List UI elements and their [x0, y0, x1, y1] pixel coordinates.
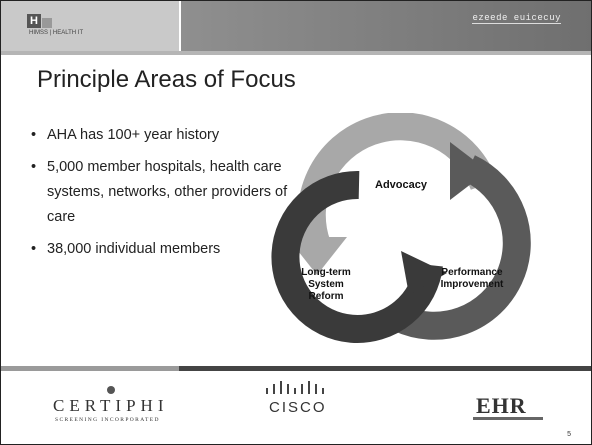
slide-title: Principle Areas of Focus: [37, 66, 296, 93]
longterm-label-line1: Long-term: [301, 267, 351, 278]
header-divider: [1, 51, 591, 55]
header-bar: H HIMSS | HEALTH IT ezeede euicecuy: [1, 1, 591, 55]
header-right-panel: [181, 1, 591, 51]
performance-arrow: [393, 142, 531, 340]
certiphi-logo: CERTIPHI: [53, 396, 169, 415]
page-number: 5: [567, 431, 571, 438]
bullet-item: 5,000 member hospitals, health care syst…: [31, 155, 296, 230]
longterm-label-line3: Reform: [308, 291, 343, 302]
longterm-arrow: [271, 170, 447, 343]
cisco-bars-icon: [266, 381, 324, 394]
advocacy-label: Advocacy: [375, 179, 428, 191]
cisco-logo: CISCO: [269, 399, 327, 416]
certiphi-logo-icon: [107, 386, 115, 394]
bullet-item: 38,000 individual members: [31, 237, 296, 262]
footer-divider-dark: [179, 366, 591, 371]
ehr-logo: EHR: [476, 393, 527, 418]
longterm-label-line2: System: [308, 279, 344, 290]
certiphi-subtitle: SCREENING INCORPORATED: [55, 417, 160, 423]
organization-logo: H HIMSS | HEALTH IT: [27, 14, 117, 42]
bullet-item: AHA has 100+ year history: [31, 123, 296, 148]
logo-letter: H: [27, 14, 41, 28]
logo-square-icon: [42, 18, 52, 28]
cycle-diagram-svg: Advocacy Long-term System Reform Perform…: [271, 112, 531, 343]
focus-cycle-diagram: Advocacy Long-term System Reform Perform…: [269, 112, 539, 363]
logo-tagline: HIMSS | HEALTH IT: [29, 30, 84, 36]
ehr-subtitle-bar: [473, 417, 543, 420]
bullet-list: AHA has 100+ year history 5,000 member h…: [31, 123, 296, 269]
footer-divider: [1, 366, 591, 371]
performance-label-line2: Improvement: [441, 279, 504, 290]
performance-label-line1: Performance: [441, 267, 503, 278]
header-tagline: ezeede euicecuy: [472, 13, 561, 24]
